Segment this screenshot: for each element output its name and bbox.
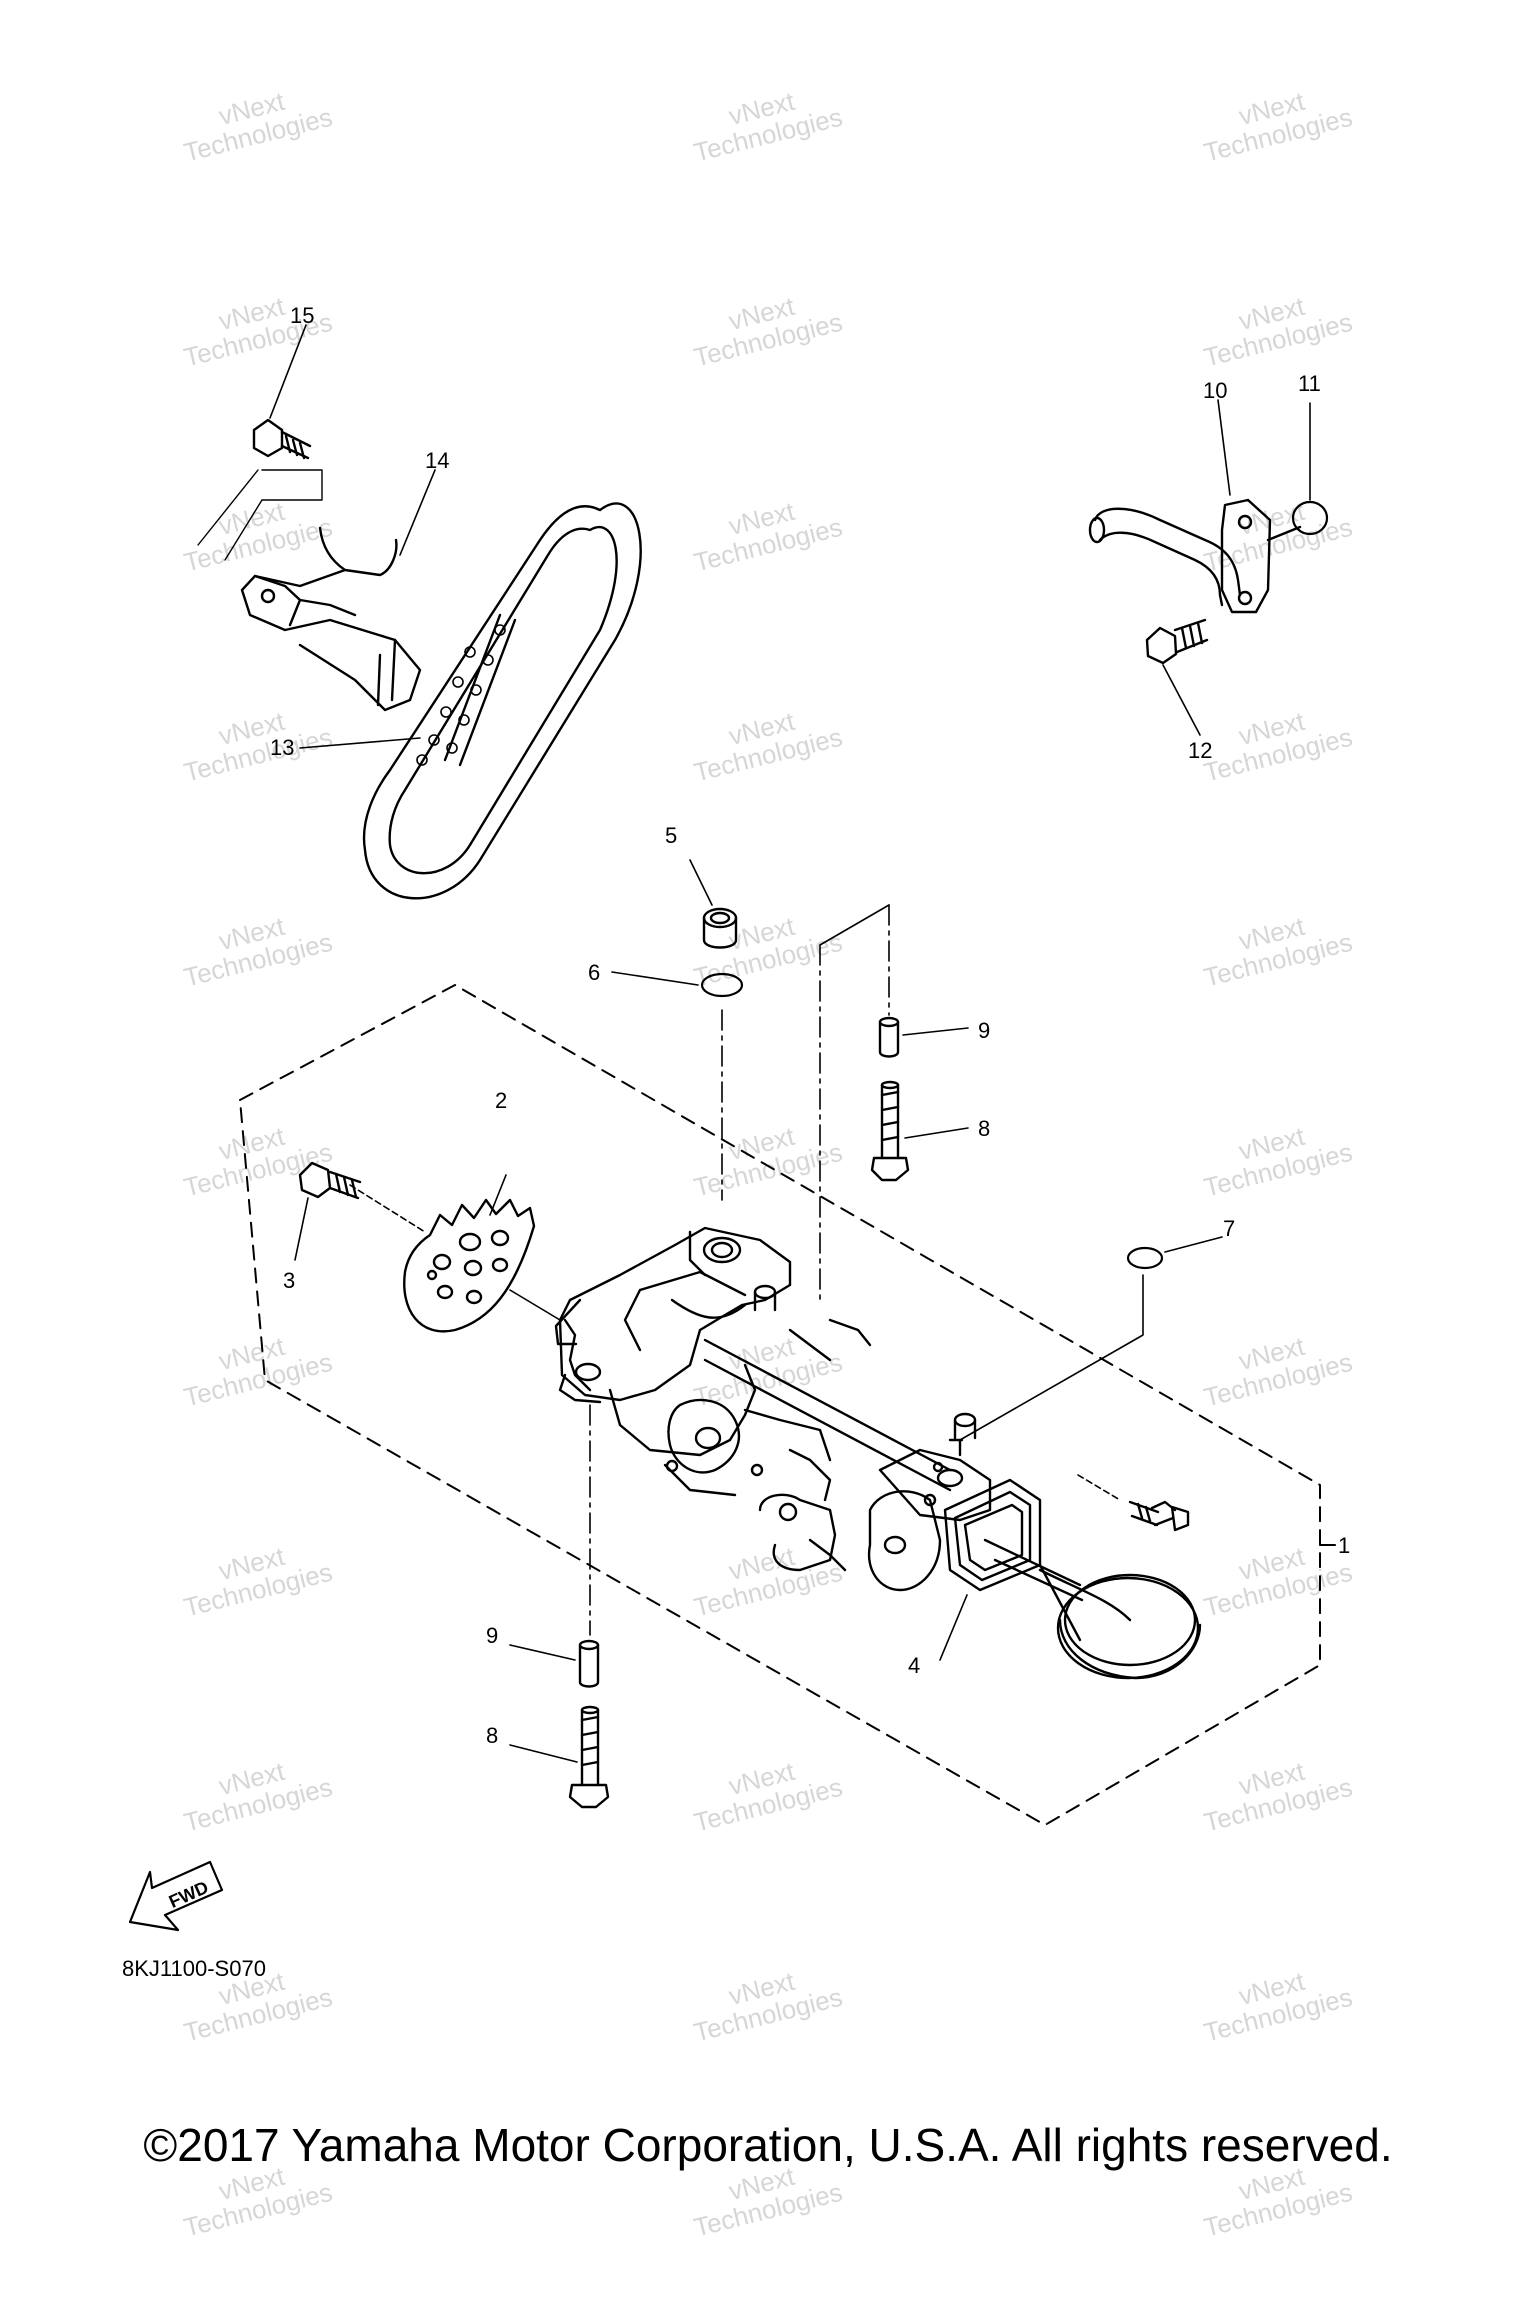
fwd-label: FWD <box>166 1877 212 1912</box>
callout-8-lower: 8 <box>486 1723 499 1748</box>
bolt-8-upper <box>870 1080 910 1182</box>
strainer-bolt <box>1128 1500 1190 1532</box>
o-ring-11 <box>1291 500 1329 536</box>
chain-13 <box>362 502 642 900</box>
callout-7: 7 <box>1223 1216 1236 1241</box>
chain-guide-14 <box>240 526 422 712</box>
callout-8-upper: 8 <box>978 1116 991 1141</box>
callout-3: 3 <box>283 1268 296 1293</box>
oil-pump-body <box>554 1226 992 1592</box>
collar-5 <box>702 907 738 949</box>
o-ring-7 <box>1126 1246 1164 1270</box>
oil-strainer-4 <box>943 1478 1202 1680</box>
callout-6: 6 <box>588 960 601 985</box>
callout-15: 15 <box>290 303 315 328</box>
gear-2 <box>403 1198 536 1333</box>
callout-13: 13 <box>270 735 295 760</box>
bolt-3 <box>298 1161 362 1200</box>
bolt-8-lower <box>568 1705 610 1809</box>
callout-11: 11 <box>1298 371 1321 396</box>
callout-1: 1 <box>1338 1533 1351 1558</box>
bolt-12 <box>1145 618 1209 665</box>
dowel-9-lower <box>578 1639 600 1688</box>
callout-4: 4 <box>908 1653 921 1678</box>
oil-pipe-10 <box>1088 498 1302 614</box>
assembly-dashed-outline <box>239 984 1321 1826</box>
callout-12: 12 <box>1188 738 1213 763</box>
callout-9-upper: 9 <box>978 1018 991 1043</box>
callout-14: 14 <box>425 448 450 473</box>
diagram-code: 8KJ1100-S070 <box>122 1956 266 1981</box>
callout-9-lower: 9 <box>486 1623 499 1648</box>
fwd-arrow-icon <box>128 1860 224 1932</box>
o-ring-6 <box>700 972 744 998</box>
dowel-9-upper <box>878 1016 900 1058</box>
bolt-15 <box>252 418 312 460</box>
callout-2: 2 <box>495 1088 508 1113</box>
copyright-notice: ©2017 Yamaha Motor Corporation, U.S.A. A… <box>143 2119 1393 2171</box>
callout-5: 5 <box>665 823 678 848</box>
callout-10: 10 <box>1203 378 1228 403</box>
